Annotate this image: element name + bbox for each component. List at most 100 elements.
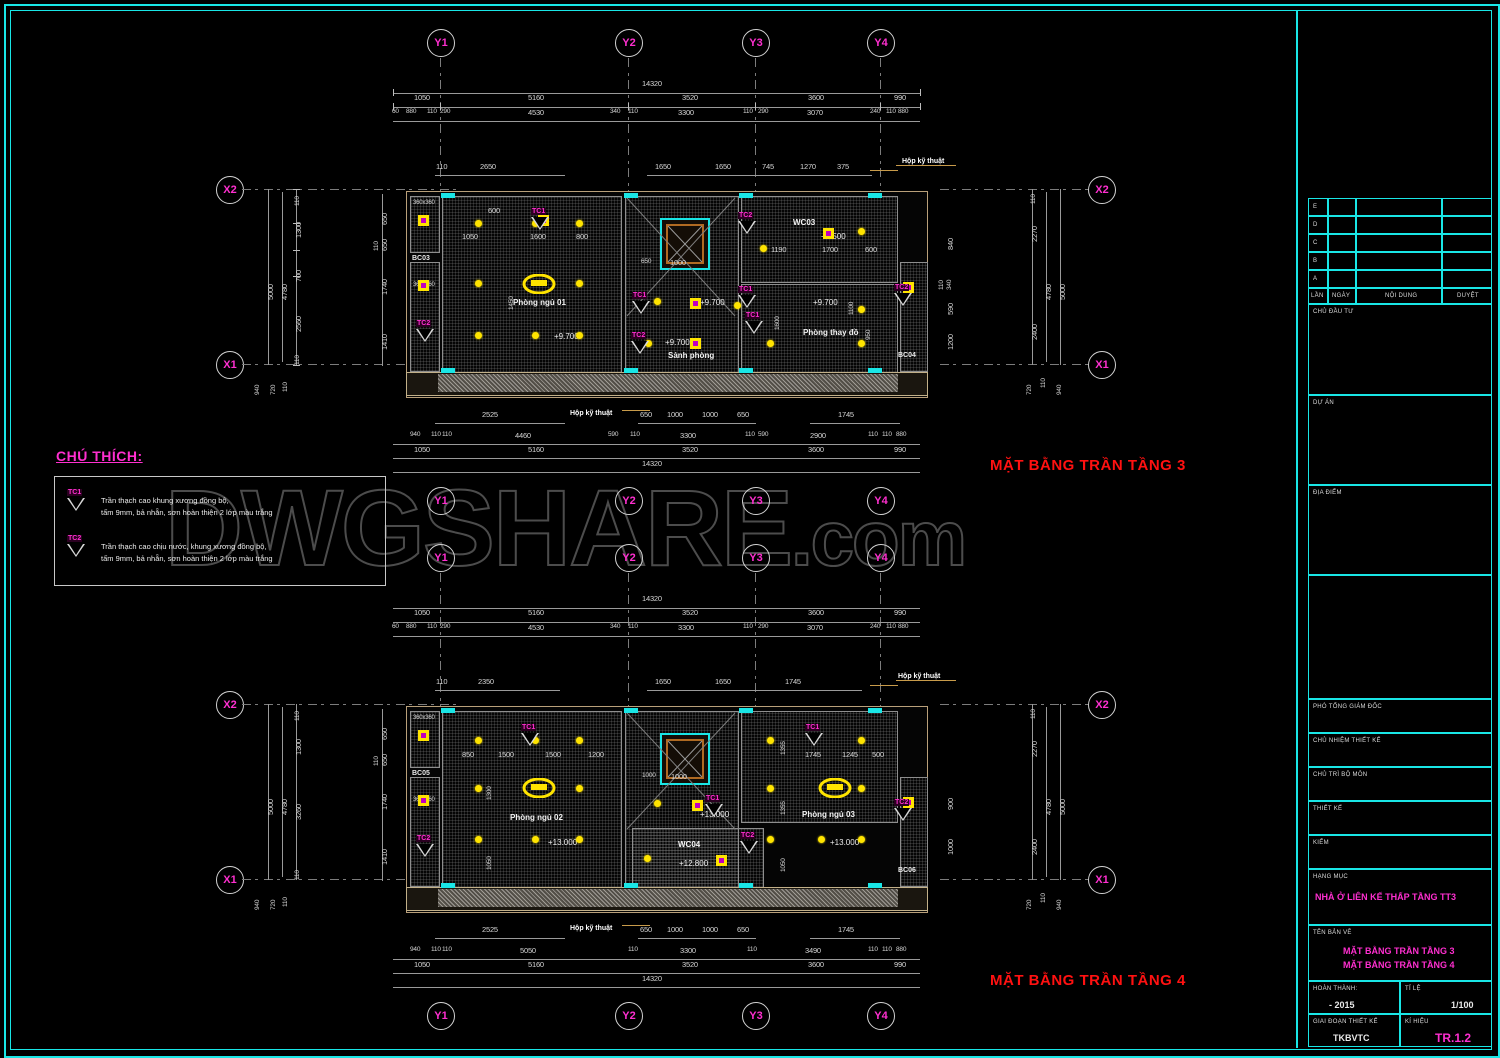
grid-bubble-x2-left-f4[interactable]: X2 [216, 691, 244, 719]
grid-bubble-y4-top-f4[interactable]: Y4 [867, 544, 895, 572]
dim: 1000 [642, 772, 656, 779]
grid-bubble-y2-top[interactable]: Y2 [615, 29, 643, 57]
field-hoanthanh[interactable]: HOÀN THÀNH: - 2015 [1308, 981, 1400, 1014]
grid-bubble-y3-bottom-f4[interactable]: Y3 [742, 1002, 770, 1030]
tc-tag-f4-tc2c: TC2 [740, 832, 760, 856]
dim: 4780 [1044, 799, 1053, 815]
grid-bubble-y4-bottom[interactable]: Y4 [867, 487, 895, 515]
ceiling-fan-icon [522, 274, 556, 294]
field-hangmuc[interactable]: HẠNG MỤC NHÀ Ở LIÊN KẾ THẤP TẦNG TT3 [1308, 869, 1492, 925]
field-photonggiamdoc[interactable]: PHÓ TỔNG GIÁM ĐỐC [1308, 699, 1492, 733]
field-giaidoan[interactable]: GIAI ĐOẠN THIẾT KẾ TKBVTC [1308, 1014, 1400, 1047]
grid-bubble-x1-left-f4[interactable]: X1 [216, 866, 244, 894]
dim: 1355 [780, 801, 787, 815]
rev-row-c-content[interactable] [1356, 234, 1442, 252]
grid-bubble-y1-top-f4[interactable]: Y1 [427, 544, 455, 572]
dim: 850 [462, 750, 474, 759]
rev-row-e-approve[interactable] [1442, 198, 1492, 216]
dim: 1650 [715, 162, 731, 171]
rev-row-a-num[interactable]: A [1308, 270, 1328, 288]
grid-label: Y3 [749, 552, 763, 564]
dim: 1050 [462, 232, 478, 241]
rev-row-e-num[interactable]: E [1308, 198, 1328, 216]
dim: 3070 [807, 623, 823, 632]
field-duan[interactable]: DỰ ÁN [1308, 395, 1492, 485]
dim: 110 [282, 897, 289, 907]
room-label-wc03: WC03 [793, 218, 816, 227]
grid-label: X1 [223, 874, 237, 886]
rev-row-e-date[interactable] [1328, 198, 1356, 216]
grid-label: Y3 [749, 37, 763, 49]
dim: 940 [410, 431, 421, 438]
field-tenbanve[interactable]: TÊN BẢN VẼ MẶT BẰNG TRẦN TẦNG 3 MẶT BẰNG… [1308, 925, 1492, 981]
rev-row-b-approve[interactable] [1442, 252, 1492, 270]
dim: 110 [1040, 378, 1047, 388]
grid-bubble-x2-right[interactable]: X2 [1088, 176, 1116, 204]
field-chudautu[interactable]: CHỦ ĐẦU TƯ [1308, 304, 1492, 395]
rev-row-c-approve[interactable] [1442, 234, 1492, 252]
legend-tc2-line1: Trần thạch cao chịu nước, khung xương đồ… [101, 542, 267, 551]
field-label: CHỦ TRÌ BỘ MÔN [1313, 772, 1368, 778]
rev-row-d-approve[interactable] [1442, 216, 1492, 234]
dim: 1200 [946, 334, 955, 350]
rev-row-c-num[interactable]: C [1308, 234, 1328, 252]
rev-row-b-num[interactable]: B [1308, 252, 1328, 270]
grid-bubble-y1-bottom-f4[interactable]: Y1 [427, 1002, 455, 1030]
dim: 3300 [680, 946, 696, 955]
grid-bubble-y3-top-f4[interactable]: Y3 [742, 544, 770, 572]
rev-row-d-num[interactable]: D [1308, 216, 1328, 234]
rev-row-b-date[interactable] [1328, 252, 1356, 270]
grid-bubble-x1-right-f4[interactable]: X1 [1088, 866, 1116, 894]
dim: 650 [737, 925, 749, 934]
dim: 650 [737, 410, 749, 419]
field-chunhiemthietke[interactable]: CHỦ NHIỆM THIẾT KẾ [1308, 733, 1492, 767]
rev-header-label: DUYỆT [1457, 293, 1479, 299]
grid-bubble-x2-right-f4[interactable]: X2 [1088, 691, 1116, 719]
field-blank[interactable] [1308, 575, 1492, 699]
grid-bubble-y1-bottom[interactable]: Y1 [427, 487, 455, 515]
dim: 1355 [780, 741, 787, 755]
rev-row-a-approve[interactable] [1442, 270, 1492, 288]
dim: 340 [610, 108, 621, 115]
dim: 600 [865, 245, 877, 254]
rev-row-c-date[interactable] [1328, 234, 1356, 252]
dim: 1050 [414, 93, 430, 102]
field-diadiem[interactable]: ĐỊA ĐIỂM [1308, 485, 1492, 575]
rev-row-d-date[interactable] [1328, 216, 1356, 234]
grid-bubble-y2-top-f4[interactable]: Y2 [615, 544, 643, 572]
grid-bubble-x1-right[interactable]: X1 [1088, 351, 1116, 379]
grid-bubble-y3-bottom[interactable]: Y3 [742, 487, 770, 515]
rev-row-a-content[interactable] [1356, 270, 1442, 288]
dim: 3070 [807, 108, 823, 117]
grid-bubble-y2-bottom-f4[interactable]: Y2 [615, 1002, 643, 1030]
dim: 3260 [294, 804, 303, 820]
field-chutribomon[interactable]: CHỦ TRÌ BỘ MÔN [1308, 767, 1492, 801]
grid-bubble-y1-top[interactable]: Y1 [427, 29, 455, 57]
field-thietke[interactable]: THIẾT KẾ [1308, 801, 1492, 835]
dim: 1450 [508, 296, 515, 310]
grid-bubble-y4-top[interactable]: Y4 [867, 29, 895, 57]
dim: 3600 [808, 608, 824, 617]
grid-bubble-x2-left[interactable]: X2 [216, 176, 244, 204]
rev-label: D [1313, 222, 1318, 228]
rev-header-noidung: NỘI DUNG [1356, 288, 1442, 304]
field-kiem[interactable]: KIỂM [1308, 835, 1492, 869]
grid-bubble-y3-top[interactable]: Y3 [742, 29, 770, 57]
grid-label: Y4 [874, 552, 888, 564]
grid-label: X2 [223, 699, 237, 711]
rev-header-label: NGÀY [1332, 293, 1351, 299]
grid-bubble-y2-bottom[interactable]: Y2 [615, 487, 643, 515]
field-tile[interactable]: TỈ LỆ 1/100 [1400, 981, 1492, 1014]
dim: 1000 [702, 925, 718, 934]
grid-bubble-y4-bottom-f4[interactable]: Y4 [867, 1002, 895, 1030]
dim: 1650 [655, 162, 671, 171]
grid-bubble-x1-left[interactable]: X1 [216, 351, 244, 379]
dim: 60 [392, 108, 399, 115]
rev-row-d-content[interactable] [1356, 216, 1442, 234]
rev-row-b-content[interactable] [1356, 252, 1442, 270]
room-label-dressing: Phòng thay đồ [803, 328, 859, 337]
field-kihieu[interactable]: KÍ HIỆU TR.1.2 [1400, 1014, 1492, 1047]
rev-row-e-content[interactable] [1356, 198, 1442, 216]
rev-row-a-date[interactable] [1328, 270, 1356, 288]
